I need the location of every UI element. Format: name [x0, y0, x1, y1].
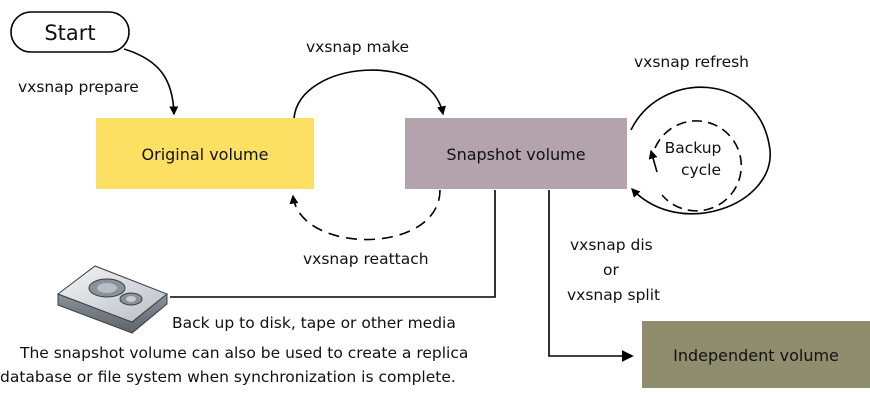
snapshot-volume-label: Snapshot volume — [446, 145, 585, 164]
snapshot-volume-box — [405, 118, 627, 189]
original-volume-box — [96, 118, 314, 189]
refresh-label: vxsnap refresh — [634, 53, 749, 71]
replica-note-line-1: The snapshot volume can also be used to … — [19, 344, 468, 362]
original-volume-label: Original volume — [142, 145, 269, 164]
reattach-arrow — [289, 189, 441, 241]
replica-note-line-2: database or file system when synchroniza… — [0, 368, 456, 386]
original-volume-node: Original volume — [96, 118, 314, 189]
start-node: Start — [10, 11, 130, 53]
backup-cycle-circle — [654, 120, 743, 212]
independent-volume-box — [642, 321, 870, 388]
split-arrow — [548, 190, 634, 362]
independent-volume-label: Independent volume — [673, 346, 839, 365]
backup-cycle-label-2: cycle — [681, 161, 721, 179]
prepare-arrow — [123, 48, 179, 116]
make-arrow — [293, 69, 446, 119]
backup-cycle-arrow — [648, 149, 658, 173]
split-label: vxsnap split — [567, 286, 660, 304]
make-label: vxsnap make — [306, 38, 409, 56]
prepare-label: vxsnap prepare — [18, 78, 139, 96]
start-label: Start — [44, 21, 95, 45]
disk-drive-icon — [56, 265, 168, 334]
dis-label: vxsnap dis — [570, 236, 653, 254]
snapshot-volume-node: Snapshot volume — [405, 118, 627, 189]
backup-media-line — [170, 190, 496, 298]
or-label: or — [603, 261, 619, 279]
refresh-loop-arrow — [630, 86, 771, 215]
backup-media-label: Back up to disk, tape or other media — [172, 314, 456, 332]
backup-cycle-label-1: Backup — [665, 139, 722, 157]
reattach-label: vxsnap reattach — [303, 250, 429, 268]
independent-volume-node: Independent volume — [642, 321, 870, 388]
